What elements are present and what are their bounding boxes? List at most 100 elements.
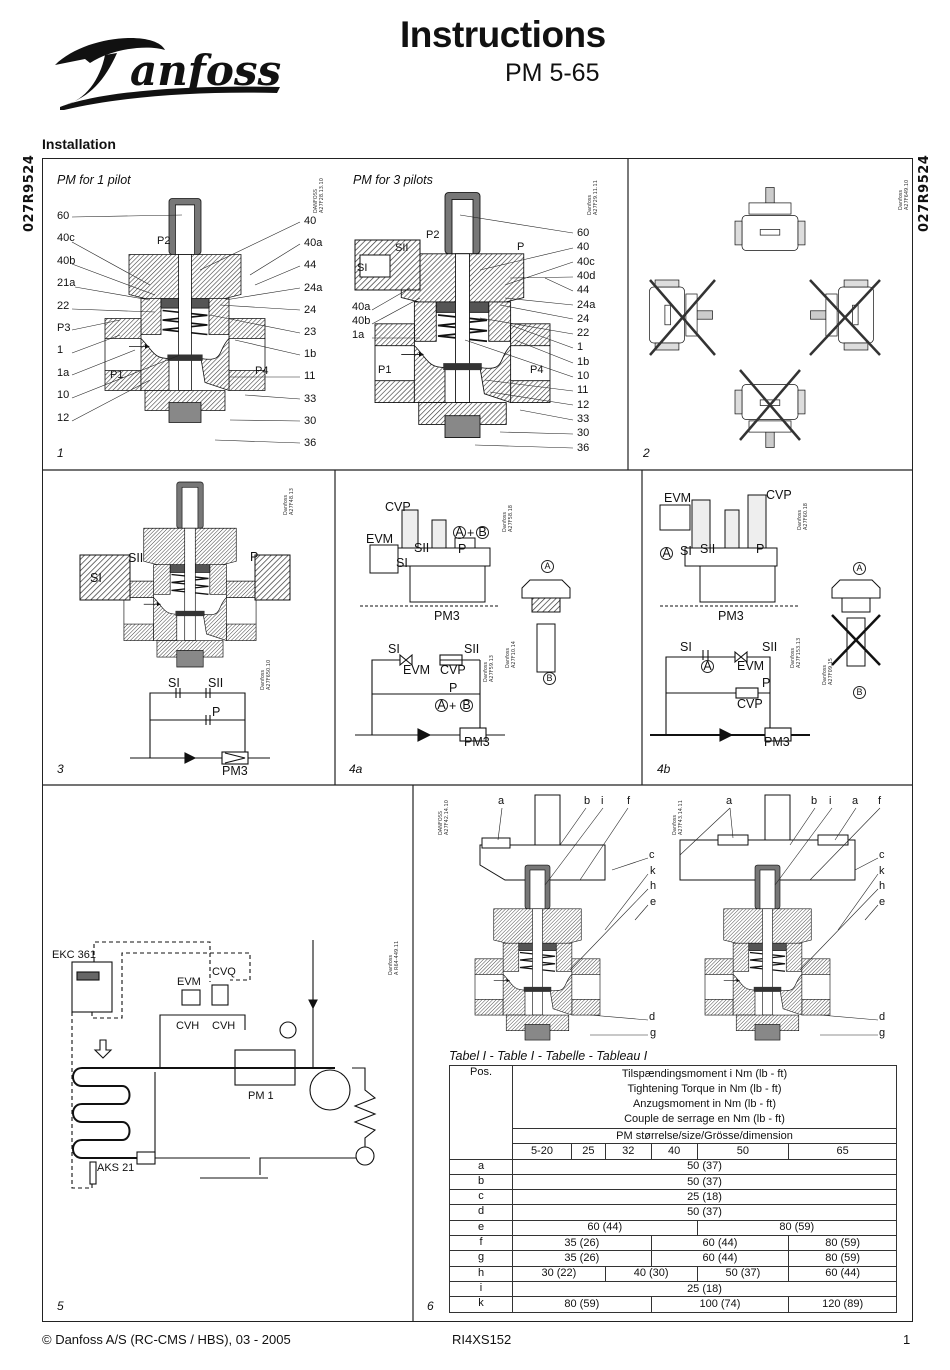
drawing-code: Danfoss A R64-449.11 [388, 940, 400, 975]
fig4a-valve-drawing [360, 509, 500, 607]
part-callout: 40b [352, 315, 371, 327]
fig4a-schematic [355, 653, 505, 742]
part-callout: 10 [577, 370, 590, 382]
schematic-callout: CVP [385, 500, 411, 514]
schematic-callout: SI [388, 642, 400, 656]
schematic-callout: CVP [737, 697, 763, 711]
part-callout: 1 [57, 344, 64, 357]
schematic-callout: A [701, 660, 714, 673]
torque-cell: 60 (44) [788, 1265, 897, 1282]
pos-cell: e [449, 1219, 513, 1237]
port-callout: P [212, 705, 221, 719]
part-callout: 33 [577, 412, 590, 425]
size-cell: 32 [604, 1143, 652, 1160]
part-callout: h [650, 880, 657, 892]
tightening-torque-table: Pos.Tilspændingsmoment i Nm (lb - ft)Tig… [449, 1065, 898, 1313]
fig5-refrigeration-system [71, 940, 377, 1189]
fig4b-schematic [650, 650, 810, 742]
schematic-callout: EVM [403, 663, 431, 677]
size-cell: 40 [650, 1143, 698, 1160]
port-callout: P [517, 241, 525, 253]
torque-cell: 80 (59) [788, 1250, 897, 1267]
plug-callout: A [853, 562, 866, 575]
fig-number-1: 1 [57, 446, 64, 460]
part-callout: 12 [577, 398, 590, 411]
part-callout: a [498, 795, 505, 807]
part-callout: 23 [304, 326, 317, 338]
fig1-leader-lines [71, 214, 574, 449]
torque-cell: 80 (59) [512, 1296, 652, 1313]
schematic-callout: P [458, 542, 467, 556]
part-callout: 22 [57, 299, 70, 312]
part-callout: 1b [304, 348, 317, 361]
size-header-row: PM størrelse/size/Grösse/dimension [450, 1127, 897, 1145]
drawing-code: Danfoss A27F649.10 [898, 179, 910, 210]
schematic-callout: PM3 [434, 609, 460, 623]
fig-number-4a: 4a [349, 762, 363, 776]
fig4b-plug-drawing [831, 579, 881, 667]
torque-cell: 80 (59) [696, 1219, 898, 1237]
fig-number-3: 3 [57, 762, 64, 776]
drawing-code: Danfoss A27F58.18 [502, 505, 514, 532]
size-cell: 25 [570, 1143, 606, 1160]
port-callout: PM3 [222, 764, 248, 778]
plug-callout: B [543, 672, 556, 685]
pressure-callout: P2 [157, 235, 171, 247]
part-callout: 33 [304, 392, 317, 405]
part-callout: 1a [57, 366, 70, 379]
document-subtitle: PM 5-65 [505, 59, 600, 87]
port-callout: SI [90, 571, 102, 585]
drawing-code: Danfoss A27F48.13 [283, 488, 295, 515]
fig1-title-3-pilots: PM for 3 pilots [353, 173, 433, 187]
component-callout: CVH [212, 1020, 236, 1032]
torque-cell: 30 (22) [512, 1265, 606, 1282]
port-callout: SI [168, 676, 180, 690]
pos-cell: k [449, 1296, 513, 1313]
part-callout: k [650, 865, 656, 877]
port-callout: SI [357, 262, 368, 274]
part-callout: d [649, 1011, 656, 1023]
schematic-callout: PM3 [464, 735, 490, 749]
schematic-callout: EVM [664, 491, 692, 505]
schematic-callout: P [449, 681, 458, 695]
schematic-callout: SII [414, 541, 430, 555]
mounting-orientation-drawing [649, 187, 881, 448]
schematic-callout: B [476, 526, 489, 539]
part-callout: 60 [577, 227, 590, 239]
part-callout: k [879, 865, 885, 877]
part-callout: b [584, 795, 591, 807]
svg-text:anfoss: anfoss [130, 46, 281, 95]
part-callout: c [879, 849, 885, 861]
pressure-callout: P1 [110, 369, 124, 381]
port-callout: P [250, 550, 259, 564]
component-callout: CVH [176, 1020, 200, 1032]
drawing-code: Danfoss A27F10.14 [505, 641, 517, 668]
drawing-code: Danfoss A27F60.18 [797, 503, 809, 530]
part-callout: 24a [577, 298, 596, 311]
fig6-leader-lines [497, 807, 881, 1036]
part-callout: 44 [577, 284, 590, 297]
component-callout: CVQ [212, 966, 236, 978]
schematic-callout: CVP [440, 663, 466, 677]
part-callout: 1 [577, 341, 584, 354]
port-callout: SII [395, 242, 409, 254]
part-callout: 40 [577, 241, 590, 254]
section-heading: Installation [42, 136, 116, 152]
part-callout: g [650, 1027, 657, 1039]
part-callout: 24a [304, 281, 323, 294]
port-callout: P4 [530, 364, 544, 376]
port-callout: SII [208, 676, 224, 690]
pm-3-pilots-cross-section [354, 193, 550, 438]
drawing-code: Danfoss A27F43.14.11 [672, 800, 684, 835]
part-callout: 40a [304, 237, 323, 250]
component-callout: AKS 21 [97, 1162, 135, 1174]
